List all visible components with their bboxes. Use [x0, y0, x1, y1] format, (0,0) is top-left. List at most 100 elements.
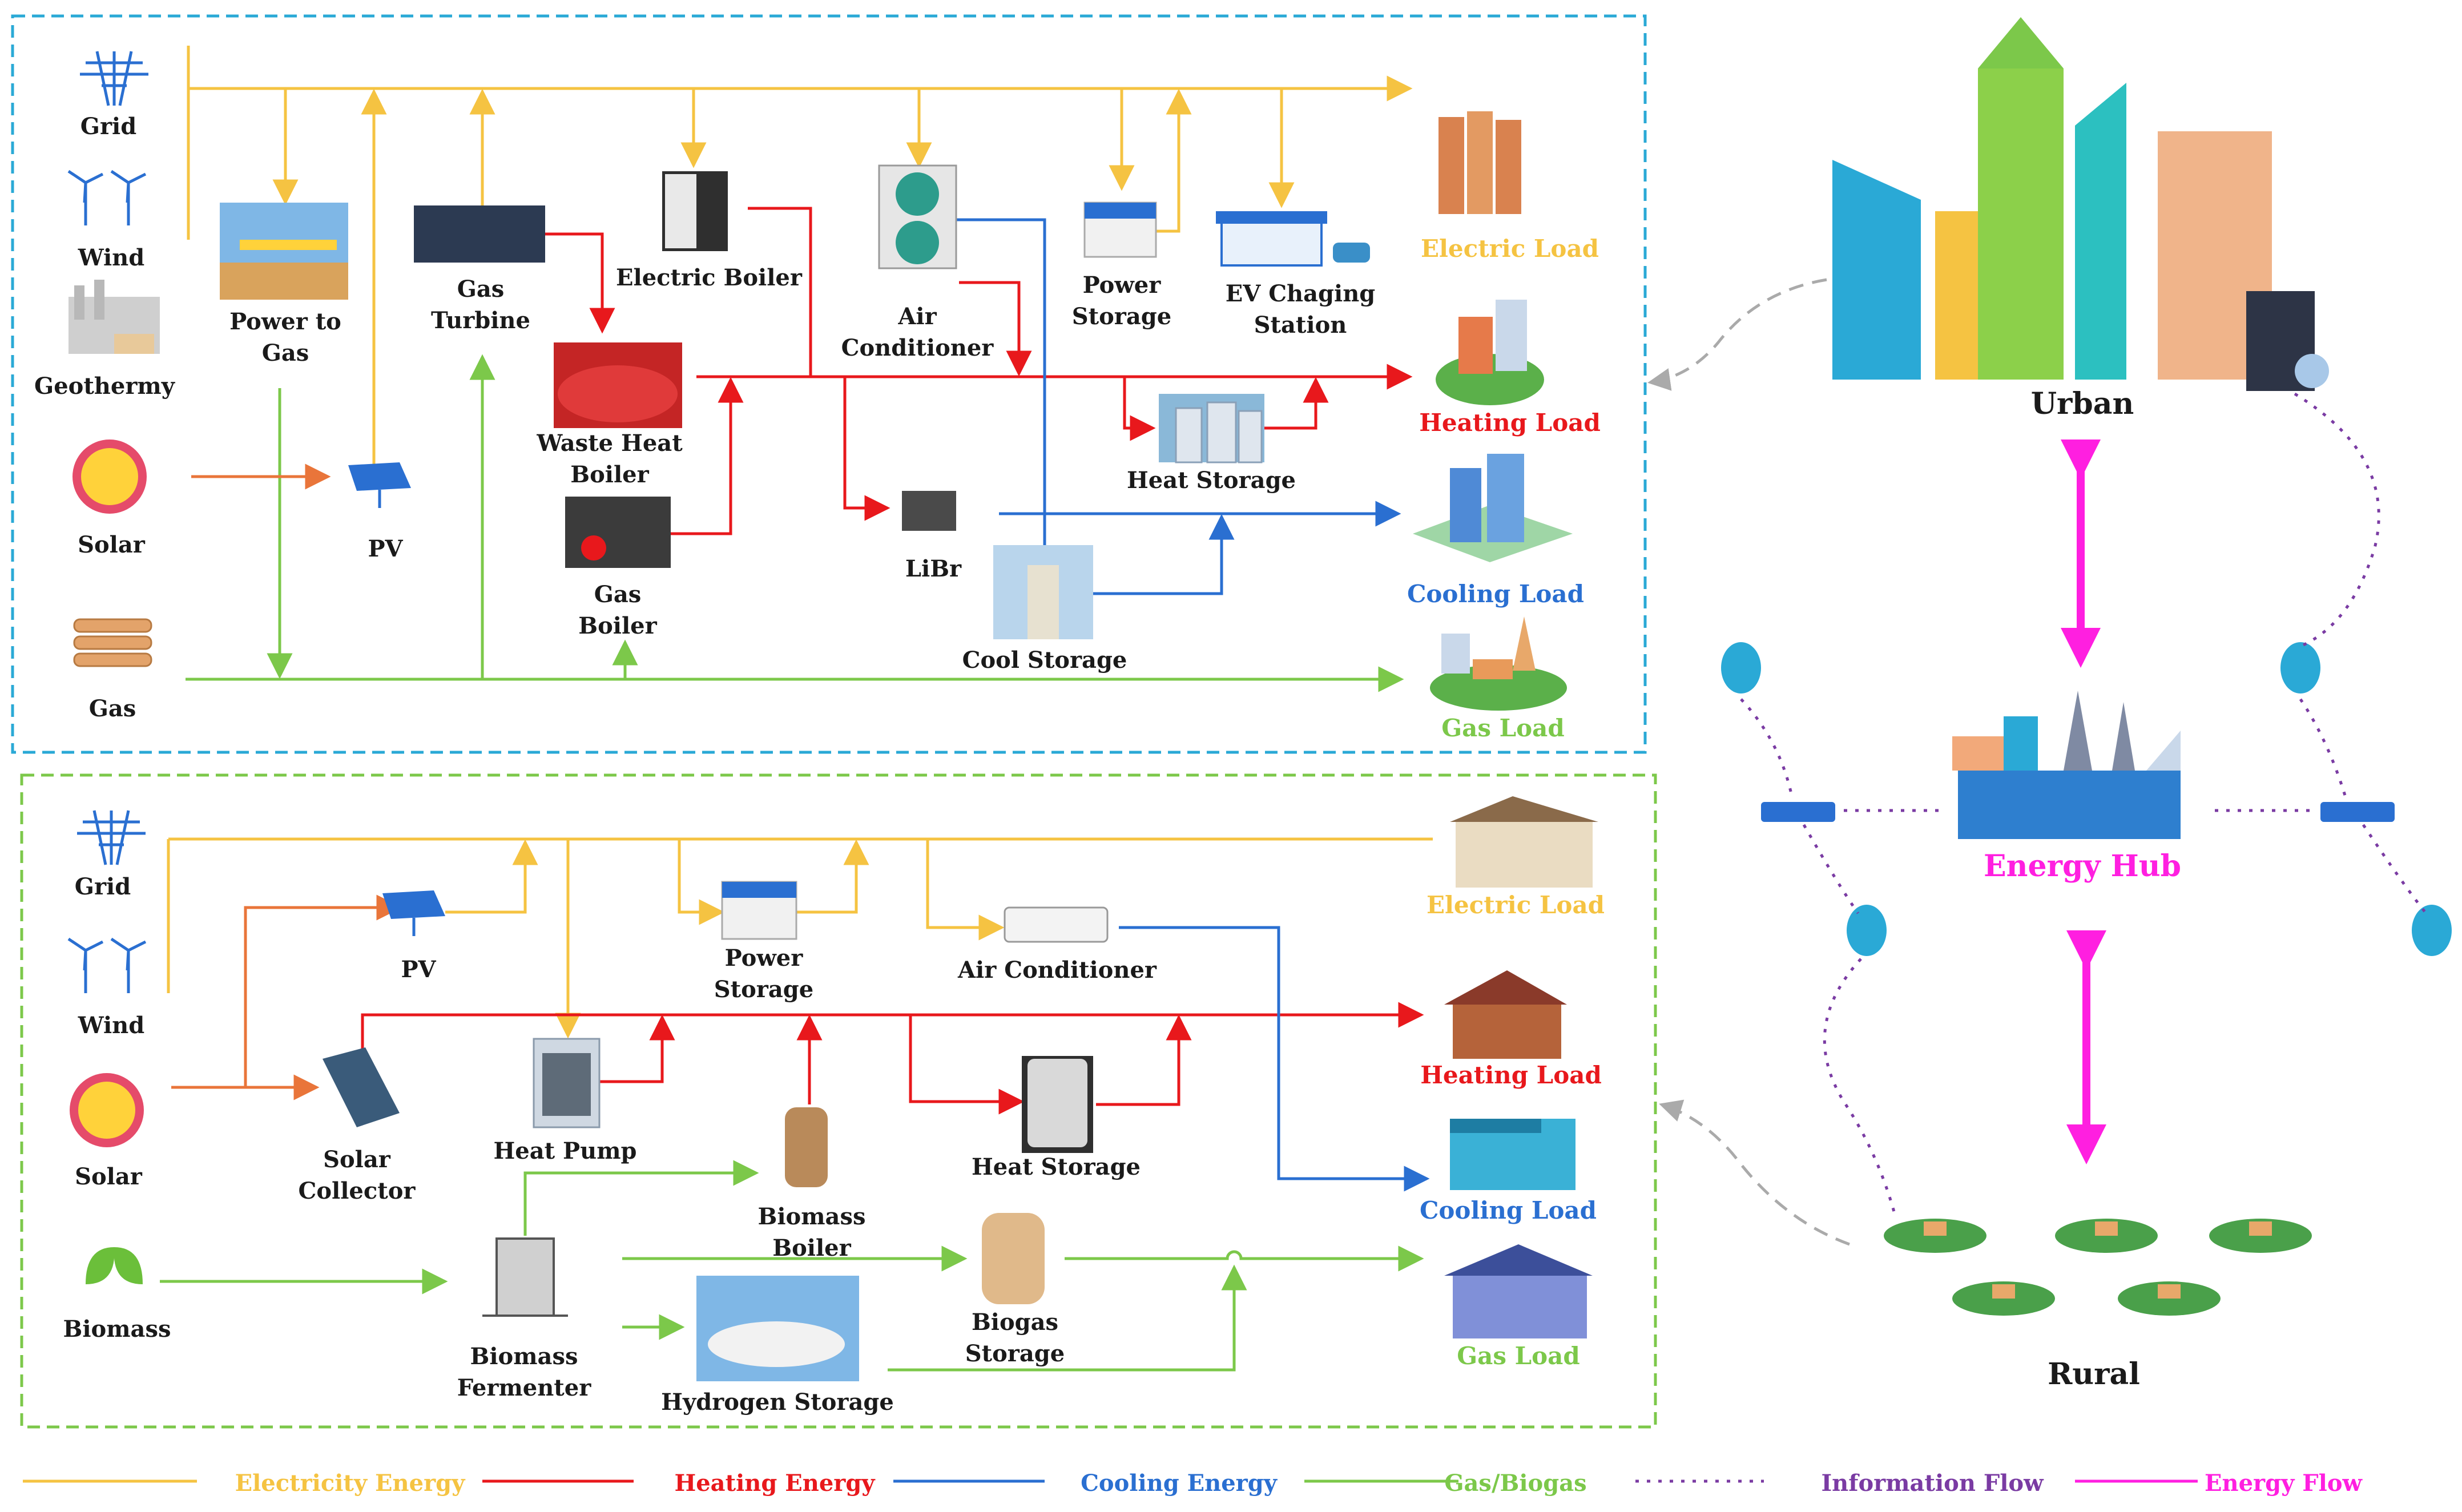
urban-gas-load-label: Gas Load [1441, 714, 1564, 742]
rural-cool-load-label: Cooling Load [1420, 1196, 1597, 1224]
rural-heat-storage-icon [1022, 1056, 1093, 1153]
urban-heating-load-icon [1436, 300, 1544, 405]
turbine-icon [414, 205, 545, 263]
rural-battery-icon [721, 881, 797, 940]
biogas-storage-icon [982, 1213, 1045, 1304]
gboiler-label-2: Boiler [578, 612, 657, 639]
h2-label: Hydrogen Storage [661, 1389, 894, 1416]
ev-label-2: Station [1254, 312, 1347, 338]
rural-heating-load-icon [1444, 970, 1567, 1059]
hydrogen-storage-icon [696, 1276, 859, 1381]
rural-title: Rural [2048, 1357, 2140, 1392]
legend-info-label: Information Flow [1821, 1470, 2044, 1497]
urban-box [11, 14, 1647, 754]
libr-label: LiBr [905, 555, 962, 582]
legend-energy-label: Energy Flow [2205, 1470, 2363, 1497]
satellite-dish-icons [1721, 642, 2452, 956]
rural-pstorage-label-1: Power [725, 945, 804, 971]
fermenter-label-1: Biomass [470, 1343, 578, 1370]
rural-gas-load-icon [1444, 1244, 1593, 1338]
rural-elec-load-label: Electric Load [1427, 891, 1605, 919]
grey-link-lines [1647, 278, 1850, 1246]
rural-flows [160, 837, 1433, 1372]
urban-hstorage-label: Heat Storage [1127, 467, 1296, 494]
urban-pv-label: PV [368, 535, 403, 562]
p2g-label-1: Power to [229, 308, 341, 335]
info-flow-lines [1740, 392, 2427, 1216]
urban-cool-load-label: Cooling Load [1407, 580, 1584, 608]
rural-ac-icon [1004, 906, 1109, 943]
bboiler-label-2: Boiler [772, 1235, 851, 1261]
urban-pv-icon [348, 462, 411, 508]
whb-label-2: Boiler [570, 461, 649, 488]
urban-ac-icon [878, 164, 957, 269]
urban-gas-icon [73, 618, 152, 667]
rural-village-icons [1884, 1219, 2312, 1316]
solar-collector-icon [323, 1047, 400, 1127]
eboiler-label: Electric Boiler [616, 264, 803, 291]
urban-gas-label: Gas [89, 695, 136, 722]
urban-pstorage-label-2: Storage [1072, 303, 1171, 330]
urban-elec-load-label: Electric Load [1421, 235, 1599, 263]
urban-grid-icon [80, 51, 148, 106]
rural-grid-label: Grid [75, 873, 131, 900]
rural-hstorage-label: Heat Storage [972, 1154, 1141, 1180]
hpump-label: Heat Pump [493, 1138, 636, 1164]
urban-solar-label: Solar [78, 531, 146, 558]
energy-flow-arrows [2061, 440, 2106, 1164]
p2g-icon [220, 203, 348, 300]
rural-electric-load-icon [1450, 796, 1598, 888]
turbine-label-2: Turbine [431, 307, 530, 334]
biogas-label-2: Storage [965, 1340, 1065, 1367]
urban-skyline-icon [1832, 17, 2329, 391]
urban-electric-load-icon [1438, 111, 1521, 214]
biomass-boiler-icon [785, 1107, 828, 1187]
rural-ac-label: Air Conditioner [957, 957, 1157, 983]
urban-title: Urban [2031, 386, 2134, 421]
urban-cooling-load-icon [1413, 454, 1573, 562]
rural-gas-load-label: Gas Load [1457, 1342, 1579, 1370]
urban-geothermy-label: Geothermy [34, 373, 176, 400]
rural-pstorage-label-2: Storage [714, 976, 813, 1003]
rural-pv-label: PV [401, 956, 436, 983]
urban-wind-icon [67, 170, 147, 225]
rural-cooling-load-icon [1450, 1119, 1575, 1190]
whb-icon [554, 342, 682, 428]
fermenter-icon [482, 1237, 568, 1317]
urban-flows [186, 46, 1413, 692]
rural-box [20, 773, 1657, 1429]
energy-hub-icon [1952, 691, 2181, 839]
collector-label-1: Solar [323, 1146, 391, 1173]
biogas-label-1: Biogas [972, 1309, 1058, 1336]
gboiler-icon [565, 497, 671, 568]
urban-ac-label-2: Conditioner [841, 334, 994, 361]
legend-cooling-label: Cooling Energy [1081, 1470, 1278, 1497]
urban-grid-label: Grid [80, 113, 136, 140]
biomass-label: Biomass [63, 1316, 171, 1342]
rural-wind-icon [67, 937, 147, 993]
rural-pv-icon [382, 890, 445, 936]
rural-solar-label: Solar [75, 1163, 143, 1190]
energy-hub-title: Energy Hub [1984, 849, 2181, 884]
turbine-label-1: Gas [457, 276, 505, 303]
legend-heating-label: Heating Energy [674, 1470, 876, 1497]
gboiler-label-1: Gas [594, 581, 642, 608]
legend-electric-label: Electricity Energy [235, 1470, 466, 1497]
urban-battery-icon [1083, 201, 1157, 258]
libr-icon [902, 491, 956, 531]
ev-station-icon [1216, 211, 1370, 267]
rural-grid-icon [77, 810, 146, 865]
network-switch-icons [1761, 802, 2395, 822]
rural-wind-label: Wind [78, 1012, 144, 1039]
cool-storage-icon [993, 545, 1093, 639]
urban-pstorage-label-1: Power [1083, 272, 1162, 299]
urban-wind-label: Wind [78, 244, 144, 271]
eboiler-icon [662, 171, 728, 251]
urban-heat-load-label: Heating Load [1419, 409, 1601, 437]
urban-ac-label-1: Air [897, 303, 937, 330]
bboiler-label-1: Biomass [758, 1203, 866, 1230]
p2g-label-2: Gas [262, 340, 309, 366]
urban-geothermy-icon [68, 280, 160, 354]
biomass-icon [86, 1247, 143, 1284]
